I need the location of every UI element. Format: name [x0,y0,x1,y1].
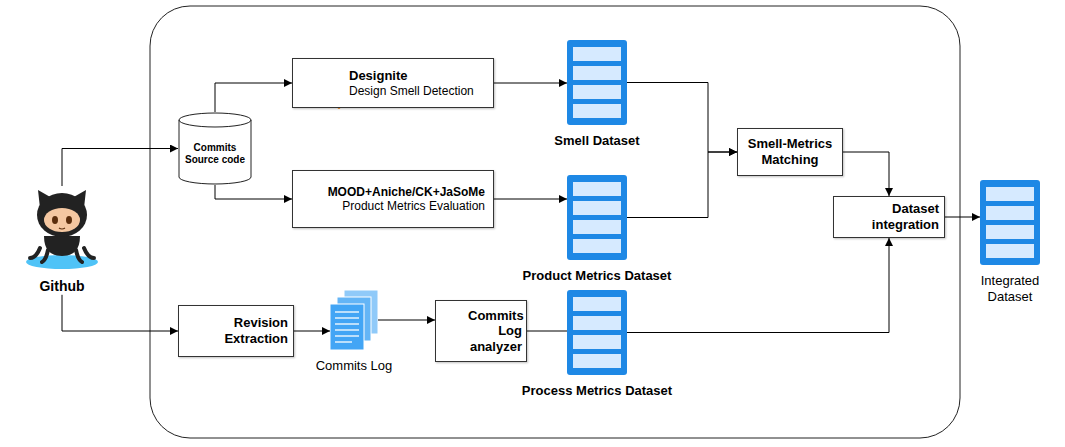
dataset-node: Process Metrics Dataset [567,290,627,375]
document-node: Commits Log [330,290,378,350]
github-octocat [26,190,98,269]
process-box: MOOD+Aniche/CK+JaSoMeProduct Metrics Eva… [292,170,494,228]
node-label: Commits Log [304,358,404,374]
flow-arrow [62,295,178,331]
source-code-store: Commits Source code [178,112,252,185]
flow-arrow [494,199,567,200]
process-box: Dataset integration [833,196,945,238]
flow-arrow [215,83,292,112]
cylinder-rim [179,120,251,127]
dataset-node: Smell Dataset [567,40,627,125]
node-label: Smell Dataset [532,133,662,149]
node-title: Designite [349,68,485,84]
flow-arrow [945,217,980,218]
process-box: DesigniteDesign Smell Detection [292,58,494,108]
flow-arrow [627,83,737,153]
github-node: Github [22,186,102,295]
dataset-node: Integrated Dataset [980,180,1040,265]
flow-arrow [843,152,889,196]
document-stack-icon [330,290,378,350]
process-box: Commits Log analyzer [435,300,527,362]
node-title: Revision Extraction [217,315,288,346]
node-title: Github [22,278,102,295]
dataset-icon [980,180,1040,265]
flow-arrow [215,185,292,199]
process-box: Revision Extraction [178,305,294,357]
flow-arrow [627,152,737,218]
flow-arrow [527,331,567,332]
dataset-icon [567,175,627,260]
node-title: Commits Source code [184,142,246,166]
node-title: Commits Log analyzer [468,308,522,355]
node-label: Process Metrics Dataset [502,383,692,399]
node-subtitle: Product Metrics Evaluation [301,199,485,213]
node-subtitle: Design Smell Detection [349,84,485,98]
node-label: Integrated Dataset [970,273,1050,304]
dataset-node: Product Metrics Dataset [567,175,627,260]
node-title: MOOD+Aniche/CK+JaSoMe [301,185,485,199]
flow-arrow [294,331,330,332]
dataset-icon [567,290,627,375]
cylinder-body [179,113,251,184]
flow-arrow [378,320,435,321]
node-title: Dataset integration [868,201,939,232]
process-box: Smell-Metrics Matching [737,128,843,176]
system-boundary [150,6,960,438]
dataset-icon [567,40,627,125]
node-label: Product Metrics Dataset [502,268,692,284]
flow-arrow [494,83,567,84]
node-title: Smell-Metrics Matching [744,136,836,167]
flow-arrow [62,149,178,187]
flow-arrow [627,238,889,333]
